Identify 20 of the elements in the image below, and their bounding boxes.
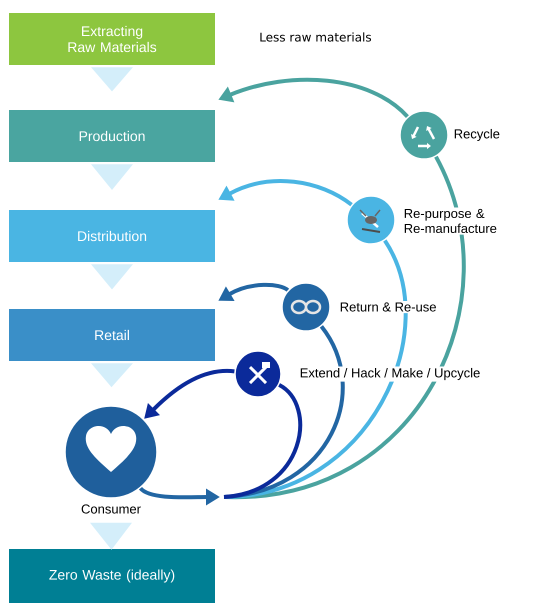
icon-caption: Extend / Hack / Make / Upcycle <box>298 366 482 382</box>
down-triangle <box>90 522 132 550</box>
process-box: Zero Waste (ideally) <box>9 549 215 603</box>
icon-caption: Recycle <box>452 127 502 143</box>
icon-circle <box>399 110 449 160</box>
down-triangle <box>91 363 133 388</box>
process-box: Distribution <box>9 210 215 262</box>
down-triangle <box>91 164 133 190</box>
icon-circle <box>234 350 282 398</box>
process-box: Production <box>9 110 215 162</box>
icon-circle <box>281 282 331 332</box>
icon-caption: Consumer <box>80 502 142 516</box>
process-box: Extracting Raw Materials <box>9 13 215 65</box>
icon-circle <box>346 195 396 245</box>
down-triangle <box>91 264 133 290</box>
note-text: Less raw materials <box>260 32 372 42</box>
icon-caption: Return & Re-use <box>338 300 438 314</box>
icon-caption: Re-purpose & Re-manufacture <box>402 207 504 235</box>
process-box: Retail <box>9 309 215 361</box>
down-triangle <box>91 67 133 92</box>
